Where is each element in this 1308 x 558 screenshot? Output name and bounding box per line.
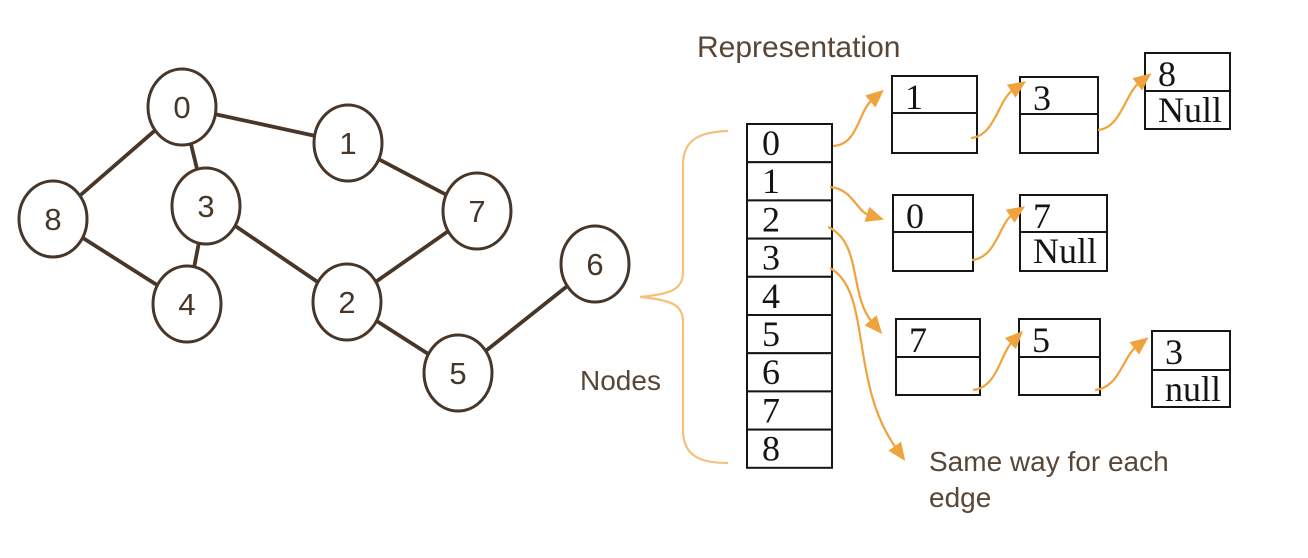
list-box-node2-value7: 7 xyxy=(895,318,981,396)
list-box-pointer: Null xyxy=(1033,231,1097,271)
array-cell-6: 6 xyxy=(746,352,833,393)
graph-node-circle xyxy=(146,67,218,147)
graph-node-label: 8 xyxy=(44,202,61,237)
array-cell-value: 4 xyxy=(762,276,780,316)
list-box-value: 3 xyxy=(1033,78,1051,118)
nodes-brace xyxy=(639,129,729,465)
graph-node-circle xyxy=(441,171,513,251)
array-cell-value: 0 xyxy=(762,123,780,163)
array-cell-value: 7 xyxy=(762,390,780,430)
graph-node-label: 0 xyxy=(173,90,190,125)
list-box-node0-value1: 1 xyxy=(891,75,978,154)
arrow-list2-box5-to-box3null xyxy=(1094,337,1149,392)
array-cell-value: 3 xyxy=(762,238,780,278)
list-box-node1-value0: 0 xyxy=(892,194,974,272)
same-way-annotation: Same way for each edge xyxy=(929,444,1169,517)
graph-node-label: 1 xyxy=(339,126,356,161)
list-box-pointer: null xyxy=(1165,369,1221,409)
list-box-value: 8 xyxy=(1158,54,1176,94)
array-cell-8: 8 xyxy=(746,428,833,469)
arrow-list0-box3-to-box8 xyxy=(1097,73,1152,132)
list-box-value: 5 xyxy=(1032,320,1050,360)
array-cell-3: 3 xyxy=(746,237,833,278)
graph-node-label: 4 xyxy=(178,287,195,322)
arrow-cell2-to-list2 xyxy=(827,225,883,335)
graph-node-label: 5 xyxy=(449,356,466,391)
graph-node-2: 2 xyxy=(311,262,383,342)
graph-node-circle xyxy=(170,166,242,246)
arrow-cell1-to-list1 xyxy=(829,185,885,222)
graph-node-label: 7 xyxy=(468,194,485,229)
array-cell-7: 7 xyxy=(746,390,833,431)
list-box-value: 3 xyxy=(1165,332,1183,372)
annotation-line-2: edge xyxy=(929,482,992,514)
array-cell-value: 1 xyxy=(762,161,780,201)
graph-node-circle xyxy=(559,224,631,304)
graph-node-label: 3 xyxy=(197,189,214,224)
arrow-cell3-to-annotation xyxy=(829,267,906,461)
list-box-pointer: Null xyxy=(1158,90,1222,130)
graph-node-0: 0 xyxy=(146,67,218,147)
graph-node-circle xyxy=(17,179,89,259)
graph-node-1: 1 xyxy=(312,103,384,183)
graph-node-7: 7 xyxy=(441,171,513,251)
graph-node-circle xyxy=(312,103,384,183)
array-cell-value: 2 xyxy=(762,199,780,239)
list-box-node2-value5: 5 xyxy=(1018,318,1101,396)
array-cell-2: 2 xyxy=(746,199,833,240)
array-cell-1: 1 xyxy=(746,161,833,202)
representation-title: Representation xyxy=(697,31,901,64)
graph-node-label: 6 xyxy=(586,247,603,282)
graph-node-label: 2 xyxy=(338,285,355,320)
list-box-value: 7 xyxy=(909,320,927,360)
array-cell-5: 5 xyxy=(746,314,833,355)
graph-node-3: 3 xyxy=(170,166,242,246)
graph-node-4: 4 xyxy=(151,264,223,344)
annotation-line-1: Same way for each xyxy=(929,446,1169,477)
list-box-value: 1 xyxy=(905,77,923,117)
list-box-value: 0 xyxy=(906,196,924,236)
list-box-node0-value3: 3 xyxy=(1019,76,1099,154)
array-cell-value: 8 xyxy=(762,429,780,469)
arrow-list1-box0-to-box7 xyxy=(971,206,1026,262)
arrow-cell0-to-list0 xyxy=(832,89,884,148)
array-cell-value: 5 xyxy=(762,314,780,354)
nodes-label: Nodes xyxy=(580,365,661,396)
graph-node-8: 8 xyxy=(17,179,89,259)
array-cell-0: 0 xyxy=(746,123,833,164)
graph-node-circle xyxy=(422,333,494,413)
arrow-list2-box7-to-box5 xyxy=(972,330,1024,392)
graph-node-circle xyxy=(311,262,383,342)
graph-node-circle xyxy=(151,264,223,344)
array-cell-value: 6 xyxy=(762,352,780,392)
array-cell-4: 4 xyxy=(746,275,833,316)
list-box-value: 7 xyxy=(1033,196,1051,236)
graph-node-5: 5 xyxy=(422,333,494,413)
graph-node-6: 6 xyxy=(559,224,631,304)
arrow-list0-box1-to-box3 xyxy=(970,81,1027,140)
